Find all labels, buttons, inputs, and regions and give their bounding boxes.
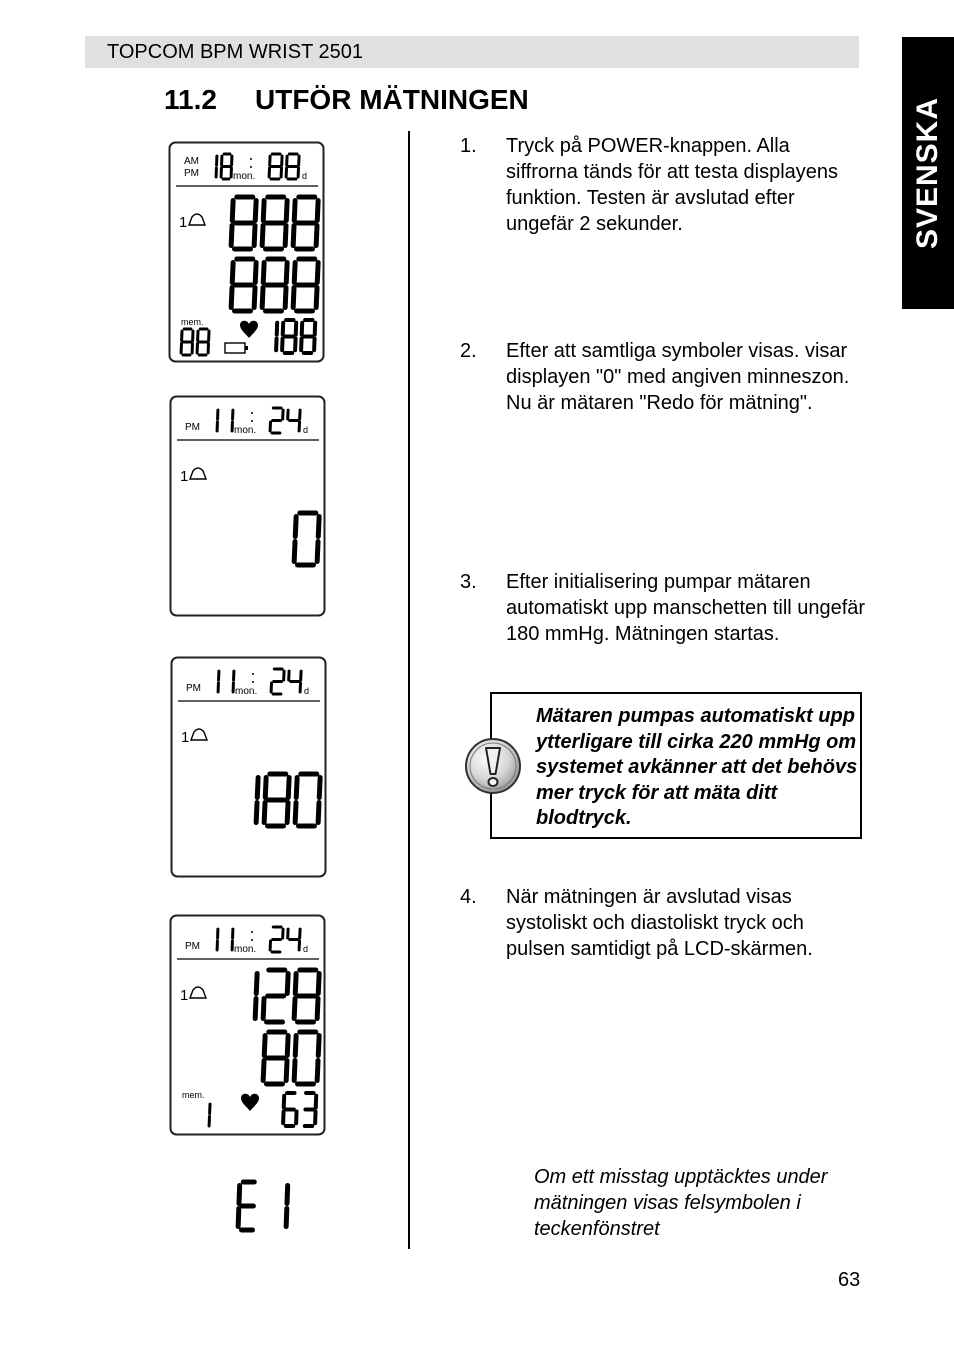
heart-icon bbox=[241, 1093, 259, 1111]
systolic-digit bbox=[260, 967, 291, 1025]
cuff-icon bbox=[188, 467, 208, 480]
diastolic-digit bbox=[259, 256, 290, 314]
day-label: d bbox=[302, 171, 307, 181]
day-label: d bbox=[303, 944, 308, 954]
systolic-digit bbox=[228, 194, 259, 252]
am-indicator: AM bbox=[184, 156, 199, 167]
day-digit bbox=[268, 406, 285, 435]
lcd-display-result: PM mon. d 1 mem. bbox=[169, 914, 326, 1136]
section-number: 11.2 bbox=[164, 84, 217, 115]
step-number: 2. bbox=[460, 340, 477, 362]
section-heading: UTFÖR MÄTNINGEN bbox=[255, 84, 529, 115]
month-digit bbox=[215, 927, 220, 952]
language-tab: SVENSKA bbox=[902, 37, 954, 309]
error-note: Om ett misstag upptäcktes under mätninge… bbox=[534, 1166, 828, 1240]
exclamation-icon bbox=[465, 738, 521, 794]
day-digit bbox=[286, 927, 302, 952]
page-number: 63 bbox=[838, 1269, 861, 1291]
day-label: d bbox=[303, 425, 308, 435]
cuff-icon bbox=[189, 728, 209, 741]
systolic-digit bbox=[290, 194, 321, 252]
step-text: Tryck på POWER-knappen. Alla siffrorna t… bbox=[506, 135, 839, 235]
pulse-digit bbox=[280, 318, 299, 355]
memory-number-digit bbox=[179, 327, 195, 357]
month-digit bbox=[230, 927, 235, 952]
lcd-frame bbox=[169, 395, 326, 617]
step-number: 4. bbox=[460, 886, 477, 908]
pm-indicator: PM bbox=[184, 168, 199, 179]
memory-number-digit bbox=[195, 327, 211, 357]
diastolic-digit bbox=[261, 771, 292, 829]
lcd-display-ready: PM mon. d 1 bbox=[169, 395, 326, 617]
error-code-digit bbox=[235, 1179, 257, 1233]
month-digit bbox=[230, 408, 235, 433]
memory-zone-number: 1 bbox=[180, 468, 188, 485]
diastolic-digit bbox=[290, 256, 321, 314]
memory-label: mem. bbox=[182, 1090, 205, 1100]
lcd-error-display bbox=[235, 1179, 291, 1233]
day-digit bbox=[269, 667, 286, 696]
pm-indicator: PM bbox=[186, 683, 201, 694]
memory-zone-number: 1 bbox=[181, 729, 189, 746]
diastolic-digit bbox=[253, 775, 261, 825]
systolic-digit bbox=[252, 971, 260, 1021]
systolic-digit bbox=[259, 194, 290, 252]
language-tab-label: SVENSKA bbox=[911, 96, 944, 250]
pulse-digit bbox=[274, 320, 280, 353]
step-number: 3. bbox=[460, 571, 477, 593]
day-digit bbox=[284, 152, 301, 181]
diastolic-digit bbox=[291, 510, 322, 568]
memory-label: mem. bbox=[181, 317, 204, 327]
month-digit bbox=[215, 408, 220, 433]
header-title: TOPCOM BPM WRIST 2501 bbox=[107, 41, 363, 63]
month-digit bbox=[219, 152, 234, 181]
step-text: Efter att samtliga symboler visas. visar… bbox=[506, 340, 850, 414]
memory-zone-number: 1 bbox=[179, 214, 187, 231]
lcd-display-inflating: PM mon. d 1 bbox=[170, 656, 327, 878]
memory-zone-number: 1 bbox=[180, 987, 188, 1004]
month-digit bbox=[231, 669, 236, 694]
section-title: 11.2 UTFÖR MÄTNINGEN bbox=[164, 84, 529, 116]
diastolic-digit bbox=[228, 256, 259, 314]
column-divider bbox=[408, 131, 410, 1249]
day-digit bbox=[287, 669, 303, 694]
month-digit bbox=[214, 154, 219, 179]
pulse-digit bbox=[299, 318, 318, 355]
day-digit bbox=[286, 408, 302, 433]
step-text: Efter initialisering pumpar mätaren auto… bbox=[506, 571, 866, 645]
day-label: d bbox=[304, 686, 309, 696]
header-bar: TOPCOM BPM WRIST 2501 bbox=[85, 36, 859, 68]
pm-indicator: PM bbox=[185, 422, 200, 433]
diastolic-digit bbox=[292, 771, 323, 829]
diastolic-digit bbox=[260, 1029, 291, 1087]
step-text: När mätningen är avslutad visas systolis… bbox=[506, 886, 813, 960]
warning-text: Mätaren pumpas automatiskt upp ytterliga… bbox=[536, 705, 858, 829]
day-digit bbox=[267, 152, 284, 181]
day-digit bbox=[268, 925, 285, 954]
step-number: 1. bbox=[460, 135, 477, 157]
systolic-digit bbox=[291, 967, 322, 1025]
diastolic-digit bbox=[291, 1029, 322, 1087]
pulse-digit bbox=[281, 1091, 299, 1128]
battery-icon bbox=[224, 342, 248, 354]
cuff-icon bbox=[188, 986, 208, 999]
memory-number-digit bbox=[207, 1102, 212, 1128]
heart-icon bbox=[240, 320, 258, 338]
month-label: mon. bbox=[233, 171, 255, 182]
error-code-digit bbox=[283, 1183, 291, 1229]
pm-indicator: PM bbox=[185, 941, 200, 952]
month-digit bbox=[216, 669, 221, 694]
month-label: mon. bbox=[234, 425, 256, 436]
cuff-icon bbox=[187, 213, 207, 226]
pulse-digit bbox=[302, 1091, 319, 1128]
month-label: mon. bbox=[234, 944, 256, 955]
warning-box: Mätaren pumpas automatiskt upp ytterliga… bbox=[465, 692, 862, 839]
month-label: mon. bbox=[235, 686, 257, 697]
